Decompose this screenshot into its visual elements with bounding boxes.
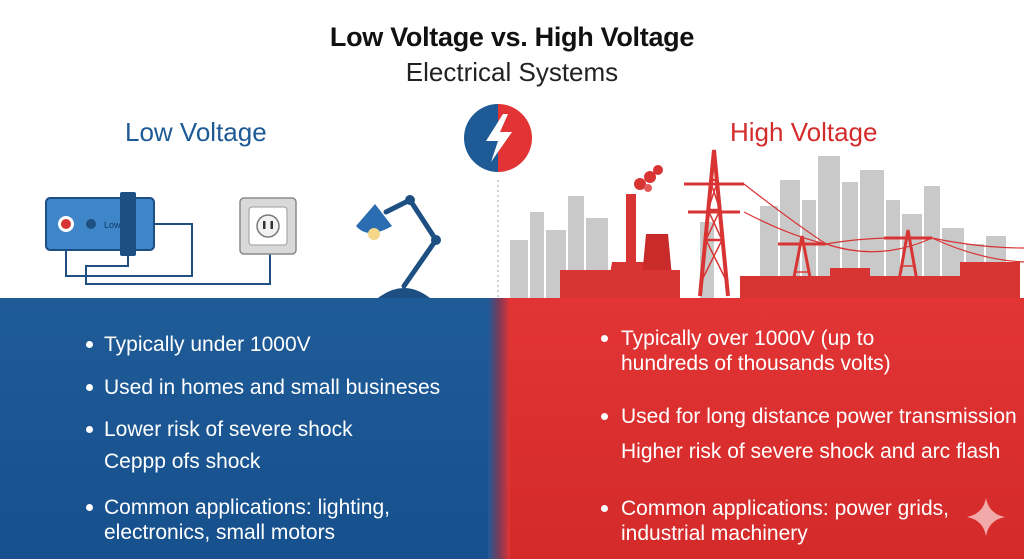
bullet-icon — [601, 335, 608, 342]
low-point-6: electronics, small motors — [104, 521, 336, 544]
lightning-bolt-icon — [464, 104, 532, 172]
high-point-3: Used for long distance power transmissio… — [621, 405, 1017, 428]
high-voltage-panel — [498, 298, 1024, 559]
header-illustrations: Low — [45, 104, 1024, 299]
low-voltage-title: Low Voltage — [125, 117, 267, 147]
low-point-5: Common applications: lighting, — [104, 496, 390, 519]
page-title: Low Voltage vs. High Voltage — [329, 22, 695, 52]
device-label: Low — [104, 220, 121, 230]
high-point-2: hundreds of thousands volts) — [621, 352, 891, 375]
bullet-icon — [86, 341, 93, 348]
high-point-5: Common applications: power grids, — [621, 497, 949, 520]
industrial-buildings — [740, 262, 1020, 298]
bullet-icon — [601, 413, 608, 420]
high-point-4: Higher risk of severe shock and arc flas… — [621, 440, 1001, 463]
panel-seam — [488, 298, 510, 559]
desk-lamp-icon — [356, 195, 441, 298]
high-point-1: Typically over 1000V (up to — [621, 327, 875, 350]
page-subtitle: Electrical Systems — [405, 57, 619, 87]
power-plant-icon — [560, 165, 680, 298]
bullet-icon — [86, 426, 93, 433]
high-point-6: industrial machinery — [621, 522, 808, 545]
low-point-3: Lower risk of severe shock — [104, 418, 353, 441]
bullet-icon — [601, 505, 608, 512]
bullet-icon — [86, 504, 93, 511]
wall-outlet-icon — [239, 197, 297, 255]
power-supply-icon: Low — [45, 192, 271, 285]
low-point-4: Ceppp ofs shock — [104, 450, 261, 473]
high-voltage-title: High Voltage — [730, 117, 878, 147]
bullet-icon — [86, 384, 93, 391]
low-point-1: Typically under 1000V — [104, 333, 311, 356]
low-point-2: Used in homes and small busineses — [104, 376, 441, 399]
low-voltage-panel — [0, 298, 498, 559]
sparkle-icon — [967, 498, 1005, 536]
